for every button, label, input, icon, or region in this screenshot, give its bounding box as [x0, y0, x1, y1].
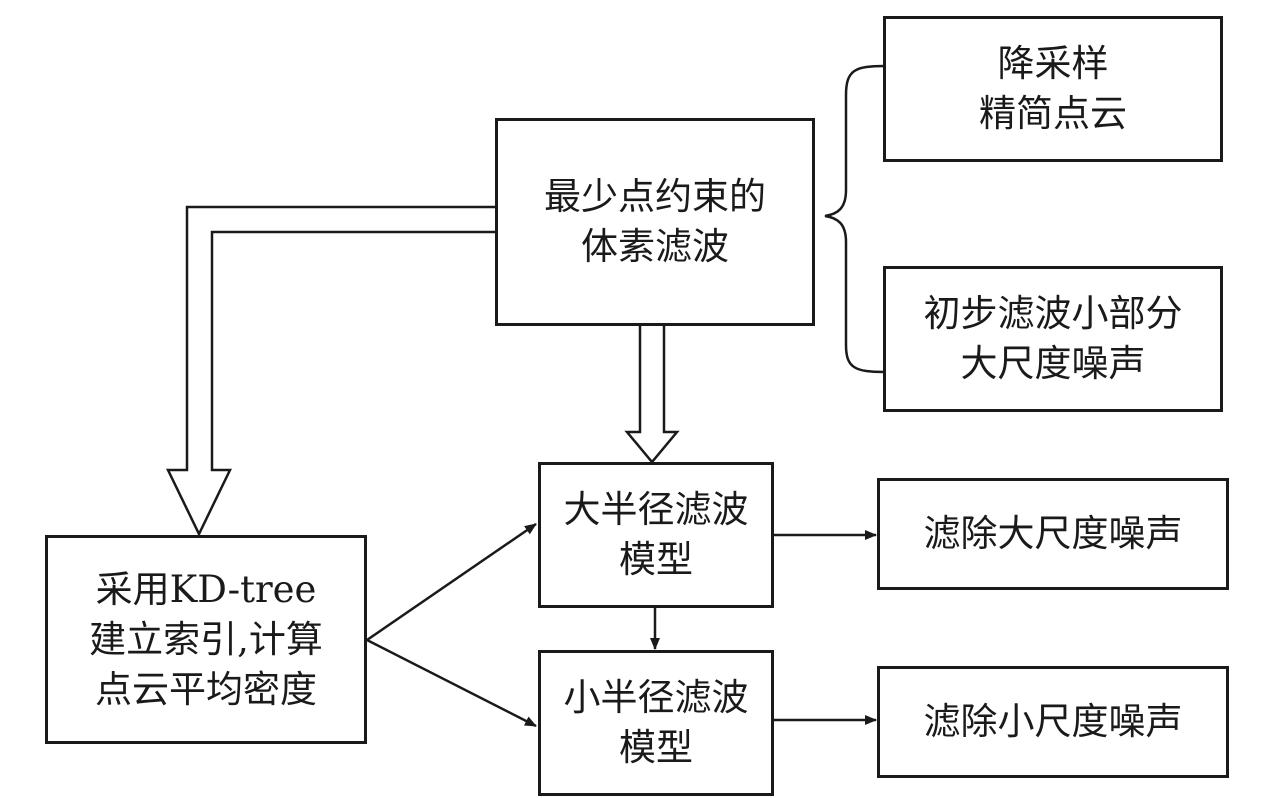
large-radius-line2: 模型 [619, 538, 693, 581]
downsample-line2: 精简点云 [979, 92, 1127, 135]
hollow-arrow-to-kdtree [166, 205, 497, 537]
remove-large-noise-box: 滤除大尺度噪声 [877, 478, 1229, 590]
arrow-kdtree-to-small [366, 638, 537, 728]
curly-brace [824, 64, 886, 374]
kdtree-line2: 建立索引,计算 [89, 617, 323, 661]
large-radius-box: 大半径滤波 模型 [538, 462, 774, 608]
remove-small-noise-box: 滤除小尺度噪声 [877, 666, 1229, 778]
voxel-filter-line2: 体素滤波 [581, 225, 729, 268]
small-radius-line1: 小半径滤波 [563, 676, 749, 719]
large-radius-line1: 大半径滤波 [563, 488, 749, 531]
initial-filter-line2: 大尺度噪声 [960, 342, 1146, 385]
small-radius-box: 小半径滤波 模型 [538, 650, 774, 796]
initial-filter-line1: 初步滤波小部分 [923, 292, 1183, 335]
hollow-arrow-to-large-radius [624, 325, 680, 464]
voxel-filter-box: 最少点约束的 体素滤波 [495, 118, 815, 326]
remove-large-noise-label: 滤除大尺度噪声 [923, 512, 1183, 555]
arrow-kdtree-to-large [366, 522, 537, 642]
downsample-line1: 降采样 [997, 42, 1109, 85]
initial-filter-box: 初步滤波小部分 大尺度噪声 [883, 266, 1223, 412]
kdtree-line3: 点云平均密度 [95, 667, 317, 711]
kdtree-box: 采用KD-tree 建立索引,计算 点云平均密度 [45, 535, 367, 744]
remove-small-noise-label: 滤除小尺度噪声 [923, 700, 1183, 743]
small-radius-line2: 模型 [619, 726, 693, 769]
kdtree-line1: 采用KD-tree [95, 567, 317, 611]
downsample-box: 降采样 精简点云 [883, 16, 1223, 162]
voxel-filter-line1: 最少点约束的 [544, 175, 766, 218]
